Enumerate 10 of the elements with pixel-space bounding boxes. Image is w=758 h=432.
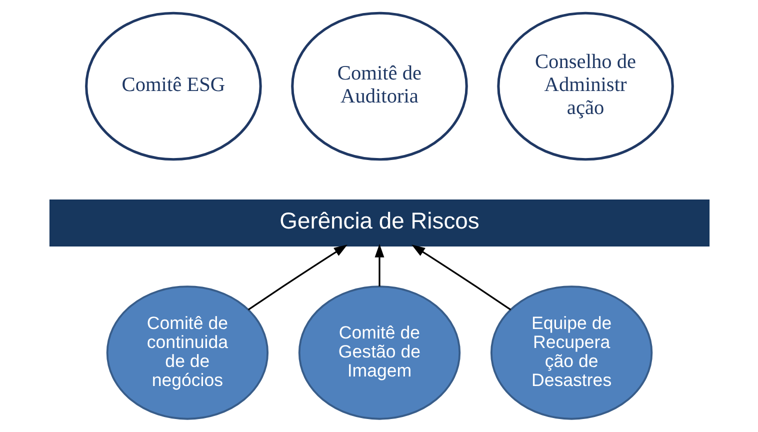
arrow [411, 244, 511, 310]
node-ellipse: Conselho de Administr ação [496, 12, 674, 161]
node-box: Gerência de Riscos [48, 199, 710, 247]
node-ellipse: Comitê ESG [84, 12, 262, 161]
node-ellipse: Comitê de Gestão de Imagem [298, 286, 460, 420]
node-ellipse: Equipe de Recupera ção de Desastres [490, 286, 652, 420]
node-ellipse: Comitê de Auditoria [290, 12, 468, 161]
node-ellipse: Comitê de continuida de de negócios [106, 286, 268, 420]
arrow [374, 244, 384, 286]
arrow [247, 244, 347, 310]
